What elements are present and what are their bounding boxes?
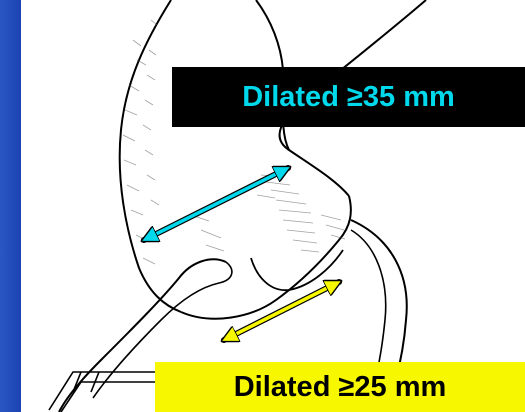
anatomy-sketch (21, 0, 525, 412)
shading (123, 20, 345, 264)
bottom-dilation-label: Dilated ≥25 mm (155, 362, 525, 412)
catheter (49, 372, 161, 412)
top-dilation-label: Dilated ≥35 mm (172, 67, 525, 127)
